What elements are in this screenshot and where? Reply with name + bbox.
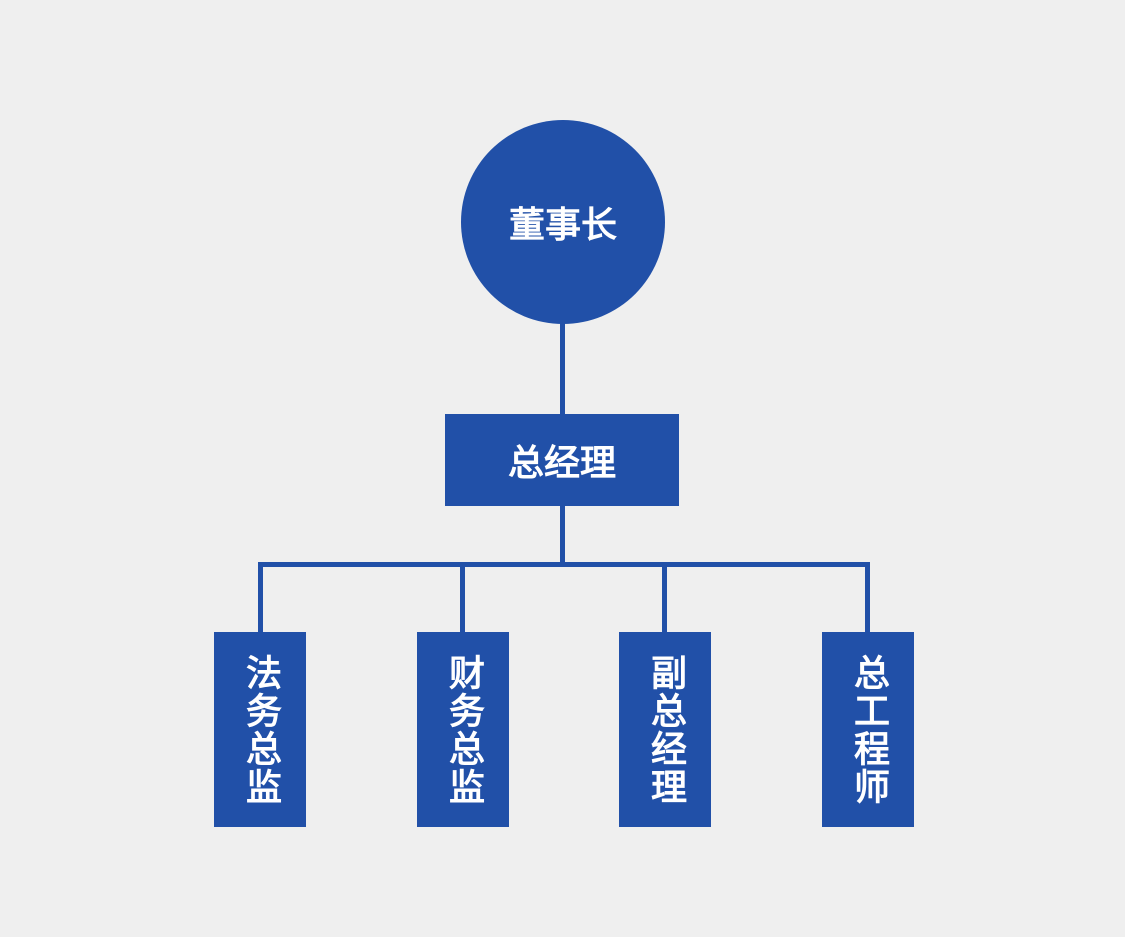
node-chairman[interactable]: 董事长 bbox=[461, 120, 665, 324]
connector-horizontal-bar-line bbox=[258, 562, 870, 567]
connector-drop-legal-line bbox=[258, 562, 263, 632]
node-deputy-general-manager[interactable]: 副总经理 bbox=[619, 632, 711, 827]
node-general-manager[interactable]: 总经理 bbox=[445, 414, 679, 506]
node-chief-engineer[interactable]: 总工程师 bbox=[822, 632, 914, 827]
node-legal-director-label: 法务总监 bbox=[240, 653, 281, 806]
node-chief-engineer-label: 总工程师 bbox=[848, 653, 889, 806]
connector-drop-deputy-gm-line bbox=[662, 562, 667, 632]
connector-chairman-to-gm-line bbox=[560, 322, 565, 416]
node-finance-director[interactable]: 财务总监 bbox=[417, 632, 509, 827]
node-general-manager-label: 总经理 bbox=[507, 443, 616, 484]
node-deputy-general-manager-label: 副总经理 bbox=[645, 653, 686, 806]
connector-drop-chief-engineer-line bbox=[865, 562, 870, 632]
node-chairman-label: 董事长 bbox=[508, 205, 617, 246]
node-finance-director-label: 财务总监 bbox=[443, 653, 484, 806]
connector-drop-finance-line bbox=[460, 562, 465, 632]
node-legal-director[interactable]: 法务总监 bbox=[214, 632, 306, 827]
connector-gm-trunk-line bbox=[560, 504, 565, 565]
